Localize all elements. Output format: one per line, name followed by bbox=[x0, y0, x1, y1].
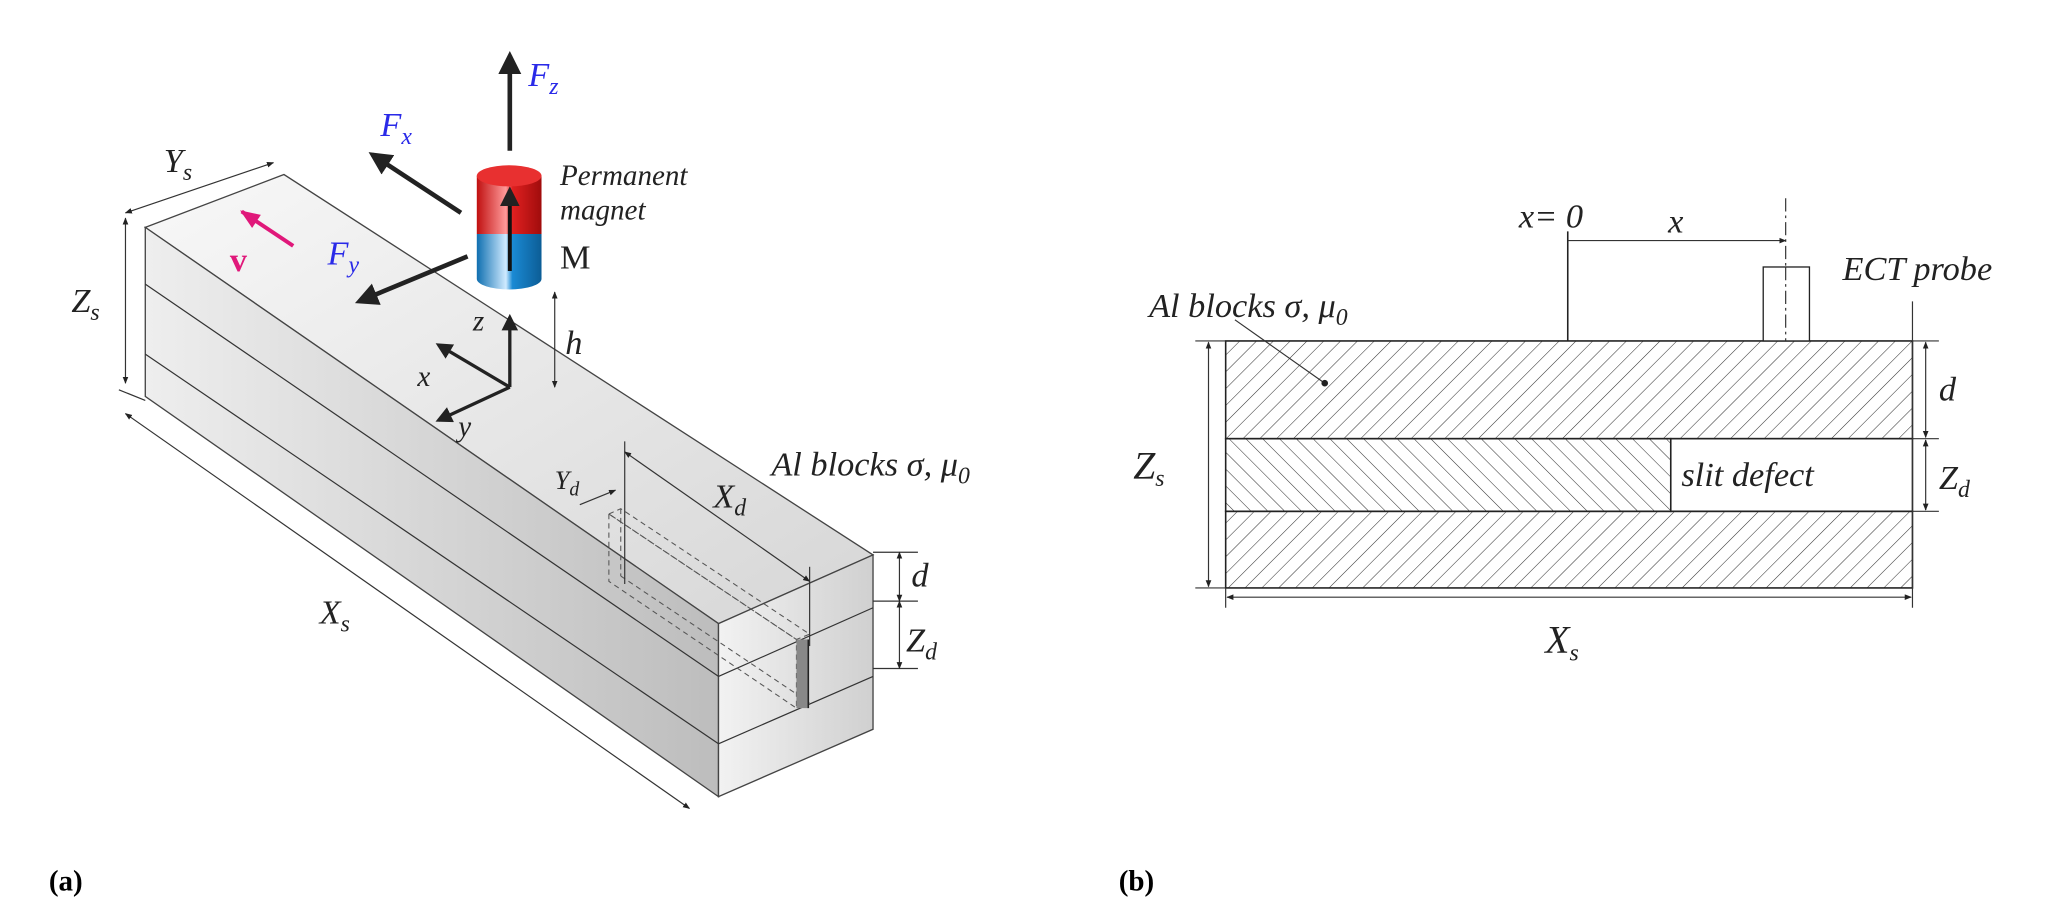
dim-zd-label: Zd bbox=[906, 621, 937, 665]
coordinate-axes bbox=[435, 313, 519, 423]
position-label: x bbox=[1667, 203, 1683, 241]
material-label-b: Al blocks σ, μ0 bbox=[1147, 287, 1348, 331]
dim-d-label-b: d bbox=[1939, 370, 1957, 408]
magnet-label-line1: Permanent bbox=[559, 160, 688, 192]
magnetization-label: M bbox=[560, 238, 591, 276]
top-block bbox=[1224, 340, 1914, 440]
axis-y-label: y bbox=[455, 411, 471, 443]
origin-label: x= 0 bbox=[1518, 197, 1583, 235]
material-label: Al blocks σ, μ0 bbox=[769, 446, 970, 490]
probe-label: ECT probe bbox=[1841, 250, 1992, 288]
panel-b: x= 0 x ECT probe Al blocks σ, μ0 slit de… bbox=[1119, 197, 1993, 897]
velocity-label: v bbox=[230, 241, 248, 279]
bottom-block bbox=[1224, 510, 1914, 589]
slit-defect-label: slit defect bbox=[1681, 456, 1815, 494]
velocity-arrow bbox=[240, 209, 295, 248]
dim-xs-label: Xs bbox=[318, 594, 350, 638]
dim-xs-label-b: Xs bbox=[1543, 618, 1578, 667]
slit-opening bbox=[796, 639, 809, 709]
force-x-label: Fx bbox=[379, 106, 412, 150]
force-x-arrow bbox=[368, 152, 463, 215]
dim-zd-label-b: Zd bbox=[1939, 459, 1970, 503]
dim-xd-label: Xd bbox=[711, 477, 746, 521]
dim-d-label: d bbox=[911, 557, 929, 595]
force-y-label: Fy bbox=[327, 234, 360, 278]
dim-zs-label: Zs bbox=[71, 282, 99, 326]
ect-probe bbox=[1762, 266, 1811, 342]
dim-ys-label: Ys bbox=[164, 142, 192, 186]
magnet-label-line2: magnet bbox=[560, 194, 646, 226]
axis-x-label: x bbox=[416, 361, 430, 393]
middle-block bbox=[1224, 437, 1672, 513]
panel-a: Fz Fx Fy v Permanent magnet M z x y h Ys… bbox=[49, 51, 970, 897]
caption-a: (a) bbox=[49, 865, 83, 897]
permanent-magnet bbox=[476, 165, 542, 290]
block-end-face bbox=[717, 553, 874, 798]
caption-b: (b) bbox=[1119, 865, 1155, 897]
dim-zs-label-b: Zs bbox=[1133, 443, 1164, 492]
force-z-label: Fz bbox=[527, 56, 558, 100]
lift-off-label: h bbox=[565, 324, 582, 362]
force-y-arrow bbox=[354, 254, 469, 305]
axis-z-label: z bbox=[472, 305, 484, 337]
dim-yd-label: Yd bbox=[555, 465, 580, 501]
